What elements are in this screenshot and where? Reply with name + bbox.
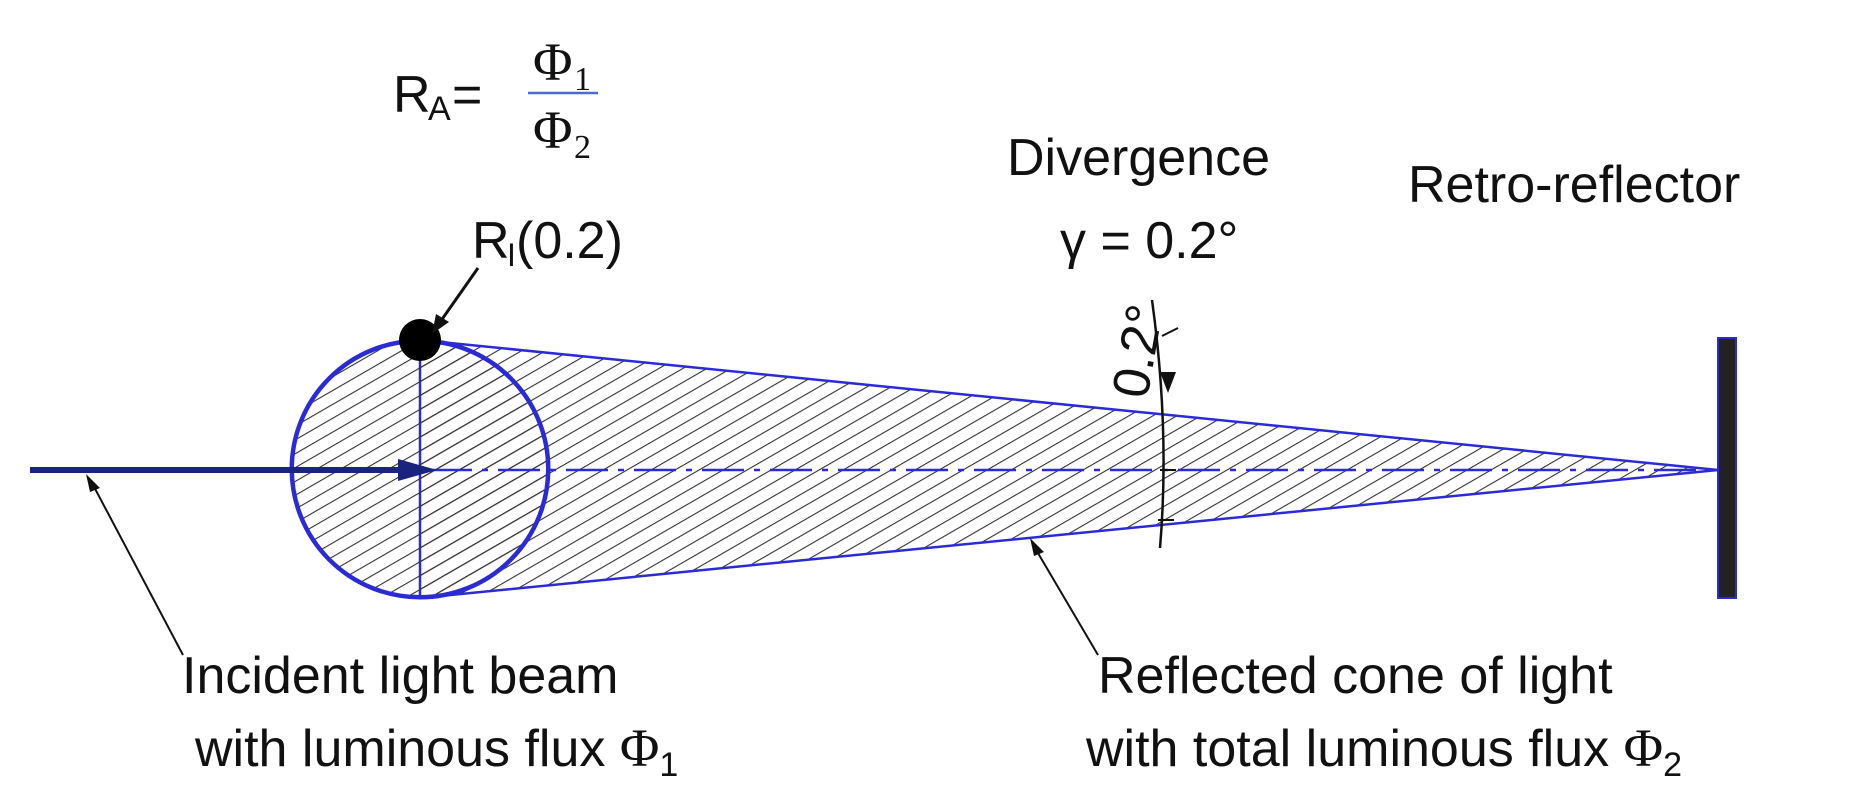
formula-numerator-sub: 1 bbox=[574, 61, 591, 98]
ri-label-value: (0.2) bbox=[516, 212, 623, 270]
reflected-label-phi: Φ bbox=[1624, 718, 1663, 778]
ri-leader bbox=[436, 267, 480, 326]
incident-leader bbox=[91, 482, 184, 656]
reflected-label-line2: with total luminous flux Φ2 bbox=[1085, 718, 1682, 784]
formula-numerator-phi: Φ bbox=[533, 32, 572, 92]
incident-beam-arrowhead bbox=[398, 459, 437, 481]
ra-formula: R A = Φ 1 Φ 2 bbox=[393, 32, 598, 166]
reflected-leader-arrowhead bbox=[1030, 538, 1044, 556]
retroreflector-label: Retro-reflector bbox=[1408, 156, 1740, 214]
ri-label-r: R bbox=[472, 212, 510, 270]
reflected-label-line1: Reflected cone of light bbox=[1098, 647, 1613, 705]
formula-sub-a: A bbox=[428, 90, 451, 128]
arc-arrowhead bbox=[1160, 372, 1176, 393]
divergence-formula: γ = 0.2° bbox=[1060, 212, 1238, 270]
divergence-angle-label: 0.2° bbox=[1102, 300, 1175, 402]
incident-leader-arrowhead bbox=[86, 474, 100, 492]
ri-point bbox=[399, 319, 441, 361]
incident-label-text: with luminous flux bbox=[194, 720, 620, 778]
divergence-title: Divergence bbox=[1007, 129, 1270, 187]
reflected-label-text: with total luminous flux bbox=[1085, 720, 1624, 778]
formula-denominator-phi: Φ bbox=[533, 100, 572, 160]
retroreflector-plate bbox=[1717, 337, 1737, 599]
reflected-leader bbox=[1034, 547, 1099, 656]
incident-label-phi: Φ bbox=[620, 718, 659, 778]
formula-equals: = bbox=[452, 66, 482, 124]
formula-denominator-sub: 2 bbox=[574, 129, 591, 166]
ri-leader-arrowhead bbox=[432, 314, 449, 334]
arc-tick-top bbox=[1161, 327, 1179, 337]
formula-r: R bbox=[393, 66, 431, 124]
incident-label-line2: with luminous flux Φ1 bbox=[194, 718, 678, 784]
incident-label-sub: 1 bbox=[659, 746, 678, 784]
incident-label-line1: Incident light beam bbox=[182, 647, 619, 705]
ri-label-sub: I bbox=[507, 237, 516, 273]
divergence-arc bbox=[1150, 299, 1165, 549]
reflected-label-sub: 2 bbox=[1663, 746, 1682, 784]
